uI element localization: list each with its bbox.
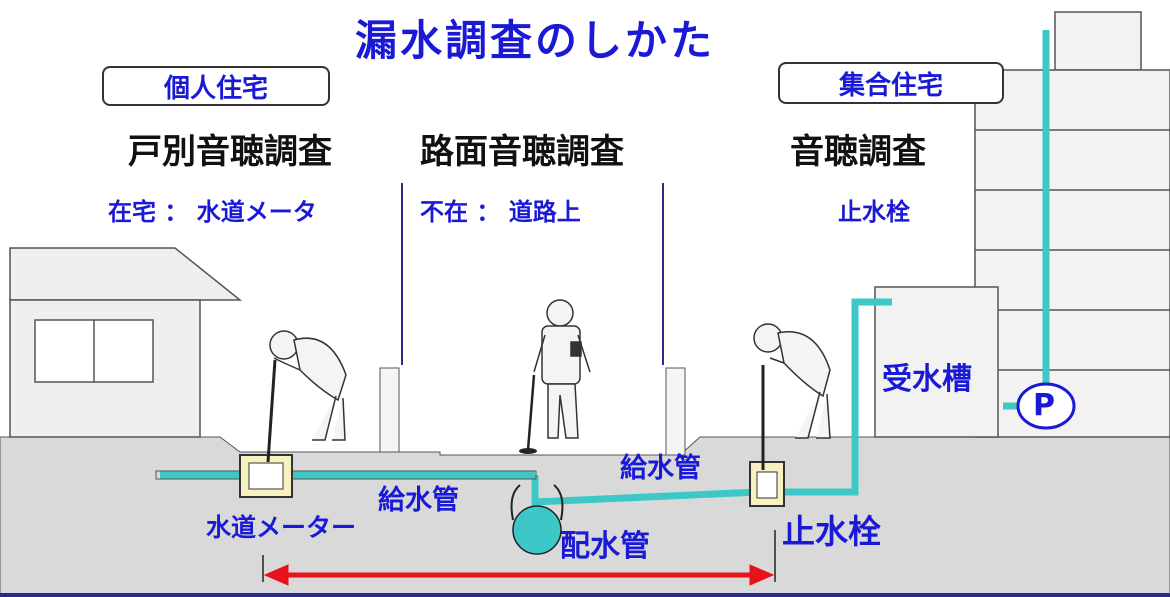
method-right-sub: 止水栓: [838, 198, 910, 226]
apartment-building: [874, 11, 1170, 438]
water-pipes: [160, 30, 1050, 506]
method-left-heading: 戸別音聴調査: [128, 132, 332, 172]
method-center-heading: 路面音聴調査: [420, 132, 624, 172]
pump: [1016, 382, 1076, 430]
main-pipe-label: 配水管: [560, 529, 650, 564]
category-collective-box: 集合住宅: [778, 62, 1004, 104]
main-pipe: [512, 505, 562, 555]
supply-pipe-upper-label: 給水管: [620, 453, 701, 484]
supply-pipe-lower-label: 給水管: [378, 485, 459, 516]
water-meter-label: 水道メーター: [206, 513, 357, 542]
method-left-sub: 在宅 ： 水道メータ: [108, 198, 317, 226]
method-right-heading: 音聴調査: [790, 132, 926, 172]
survey-span-arrow: [263, 564, 775, 586]
pump-label: P: [1033, 388, 1055, 423]
boundary-post-left: [379, 367, 400, 453]
surveyor-center: [533, 299, 591, 439]
method-center-sub: 不在 ： 道路上: [420, 198, 581, 226]
stopcock-box: [749, 461, 785, 507]
category-individual-box: 個人住宅: [102, 66, 330, 106]
tank-label: 受水槽: [882, 362, 972, 397]
detached-house: [9, 247, 243, 438]
boundary-post-right: [665, 367, 686, 456]
water-meter-box: [239, 454, 293, 498]
stopcock-label: 止水栓: [782, 512, 881, 551]
surveyor-left: [269, 330, 347, 441]
category-collective-label: 集合住宅: [838, 70, 943, 101]
diagram-title: 漏水調査のしかた: [355, 16, 716, 65]
category-individual-label: 個人住宅: [163, 73, 268, 104]
surveyor-right: [753, 323, 831, 439]
